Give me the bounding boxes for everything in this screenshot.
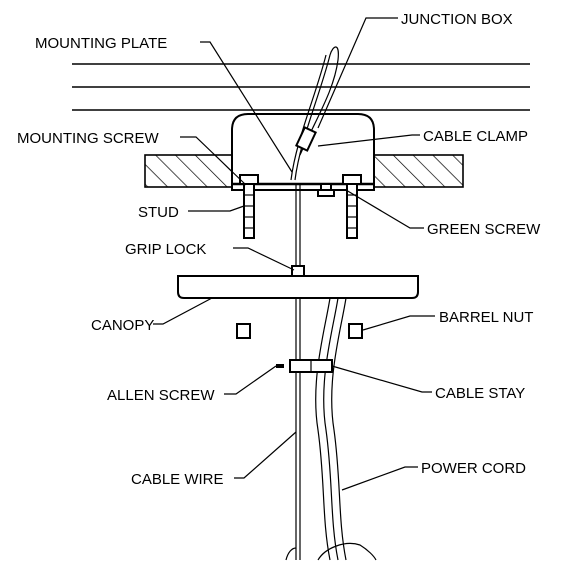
power-cord — [285, 297, 377, 561]
barrel-nut-right — [348, 323, 363, 339]
label-cable-wire: CABLE WIRE — [131, 471, 224, 488]
grip-lock — [291, 265, 305, 277]
label-mounting-plate: MOUNTING PLATE — [35, 35, 167, 52]
canopy — [177, 275, 419, 299]
label-junction-box: JUNCTION BOX — [401, 11, 513, 28]
label-cable-stay: CABLE STAY — [435, 385, 525, 402]
label-green-screw: GREEN SCREW — [427, 221, 541, 238]
label-grip-lock: GRIP LOCK — [125, 241, 206, 258]
green-screw — [317, 183, 335, 197]
label-barrel-nut: BARREL NUT — [439, 309, 533, 326]
stud-left — [239, 174, 259, 239]
leader-lines — [153, 17, 435, 491]
label-allen-screw: ALLEN SCREW — [107, 387, 215, 404]
cable-clamp — [295, 126, 317, 152]
cable-stay — [289, 359, 333, 373]
allen-screw — [276, 364, 284, 368]
stud-right — [342, 174, 362, 239]
label-cable-clamp: CABLE CLAMP — [423, 128, 528, 145]
label-power-cord: POWER CORD — [421, 460, 526, 477]
ceiling-joists — [72, 63, 530, 111]
barrel-nut-left — [236, 323, 251, 339]
label-mounting-screw: MOUNTING SCREW — [17, 130, 160, 147]
supply-wire — [290, 46, 339, 181]
label-canopy: CANOPY — [91, 317, 154, 334]
label-stud: STUD — [138, 204, 179, 221]
